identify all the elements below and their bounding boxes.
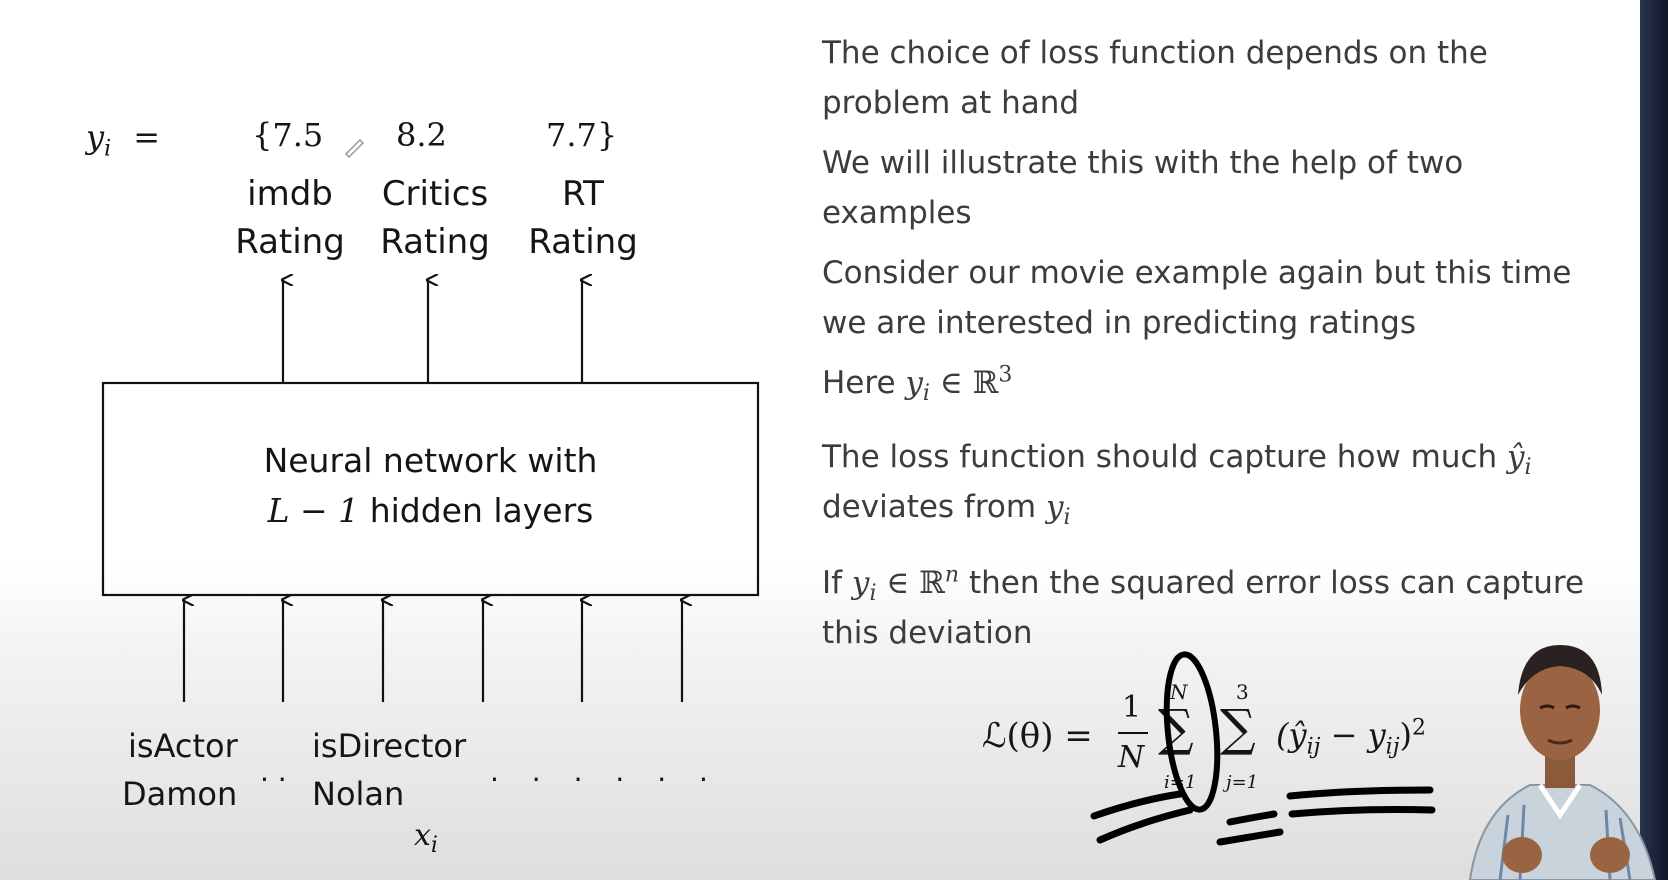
- text: If: [822, 565, 843, 601]
- input-label-line2: Damon: [122, 775, 238, 813]
- term-power: 2: [1412, 715, 1426, 741]
- term-sub: ij: [1306, 734, 1321, 760]
- underline-annotation: [1216, 828, 1284, 846]
- output-label-line2: Rating: [235, 222, 345, 262]
- bullet-squared-error: If yi ∈ ℝn then the squared error loss c…: [822, 558, 1602, 658]
- fraction-denominator: N: [1118, 740, 1145, 775]
- equals-sign: =: [133, 118, 161, 156]
- output-label-rt: RT Rating: [503, 170, 663, 266]
- rating-value-critics: 8.2: [396, 116, 447, 154]
- output-label-line1: RT: [562, 174, 604, 214]
- output-label-line2: Rating: [380, 222, 490, 262]
- dots-long: · · · · · ·: [490, 763, 720, 796]
- output-label-line1: imdb: [247, 174, 333, 214]
- rating-value-imdb: {7.5: [252, 116, 324, 154]
- sum2-sigma: ∑: [1220, 699, 1256, 757]
- fraction-bar: [1118, 732, 1148, 734]
- y-symbol: y: [905, 365, 923, 401]
- input-label-director: isDirector Nolan: [312, 722, 466, 818]
- term-close: ): [1399, 716, 1412, 754]
- text: deviates from: [822, 489, 1037, 525]
- output-label-line1: Critics: [381, 174, 489, 214]
- input-label-line1: isDirector: [312, 727, 467, 765]
- x-label: xi: [414, 818, 438, 857]
- output-label-imdb: imdb Rating: [210, 170, 370, 266]
- text: then the squared error loss can capture …: [822, 565, 1585, 651]
- y-hat-symbol: ŷ: [1507, 439, 1525, 475]
- underline-annotation: [1096, 806, 1194, 844]
- bullet-two-examples: We will illustrate this with the help of…: [822, 145, 1464, 231]
- term-minus-y: − y: [1330, 716, 1386, 754]
- superscript: n: [944, 562, 960, 588]
- neural-network-box: [101, 381, 760, 597]
- screen-edge: [1640, 0, 1668, 880]
- formula-term: (ŷij − yij)2: [1276, 715, 1426, 758]
- box-math-l-minus-1: L − 1: [267, 491, 360, 530]
- rating-value-rt: 7.7}: [546, 116, 618, 154]
- sum2-upper: 3: [1236, 680, 1249, 704]
- y-symbol: y: [851, 565, 870, 601]
- y-subscript: i: [104, 136, 112, 162]
- y-symbol: y: [1045, 489, 1064, 525]
- underline-annotation: [1286, 786, 1434, 800]
- sum1-upper: N: [1170, 680, 1188, 704]
- pen-cursor-icon: [344, 138, 365, 159]
- input-label-line2: Nolan: [312, 775, 405, 813]
- y-hat-subscript: i: [1524, 455, 1532, 481]
- box-text-rest: hidden layers: [369, 491, 594, 530]
- term-sub: ij: [1385, 734, 1400, 760]
- underline-annotation: [1090, 790, 1184, 820]
- bullet-loss-choice: The choice of loss function depends on t…: [822, 35, 1488, 121]
- y-subscript: i: [922, 381, 930, 407]
- x-symbol: x: [414, 818, 431, 853]
- y-subscript: i: [1063, 505, 1071, 531]
- bullet-movie-example: Consider our movie example again but thi…: [822, 255, 1572, 341]
- superscript: 3: [998, 362, 1013, 388]
- box-text: Neural network with L − 1 hidden layers: [103, 436, 758, 536]
- box-text-line1: Neural network with: [263, 441, 598, 480]
- text: Here: [822, 365, 896, 401]
- presenter-video-icon: [1468, 645, 1657, 880]
- in-reals: ∈ ℝ: [886, 565, 945, 601]
- y-label: yi =: [86, 118, 161, 160]
- text: The loss function should capture how muc…: [822, 439, 1498, 475]
- fraction-numerator: 1: [1122, 690, 1142, 725]
- in-reals: ∈ ℝ: [939, 365, 999, 401]
- x-subscript: i: [430, 833, 438, 858]
- network-diagram: [101, 138, 760, 702]
- input-label-line1: isActor: [128, 727, 238, 765]
- bullet-loss-capture: The loss function should capture how muc…: [822, 432, 1602, 532]
- y-subscript: i: [869, 581, 877, 607]
- circle-annotation: [1163, 651, 1221, 813]
- dots-short: · ·: [260, 763, 287, 796]
- sum2-lower: j=1: [1226, 772, 1259, 793]
- handwritten-annotations: [1090, 651, 1436, 846]
- input-label-actor: isActor Damon: [122, 722, 238, 818]
- output-label-line2: Rating: [528, 222, 638, 262]
- bullet-here-yi: Here yi ∈ ℝ3: [822, 358, 1602, 408]
- formula-lhs: ℒ(θ) =: [982, 716, 1093, 756]
- box-text-line2: L − 1 hidden layers: [103, 486, 758, 536]
- underline-annotation: [1226, 810, 1278, 826]
- term-yhat: (ŷ: [1276, 716, 1307, 754]
- y-symbol: y: [86, 118, 105, 156]
- output-label-critics: Critics Rating: [355, 170, 515, 266]
- underline-annotation: [1288, 806, 1436, 818]
